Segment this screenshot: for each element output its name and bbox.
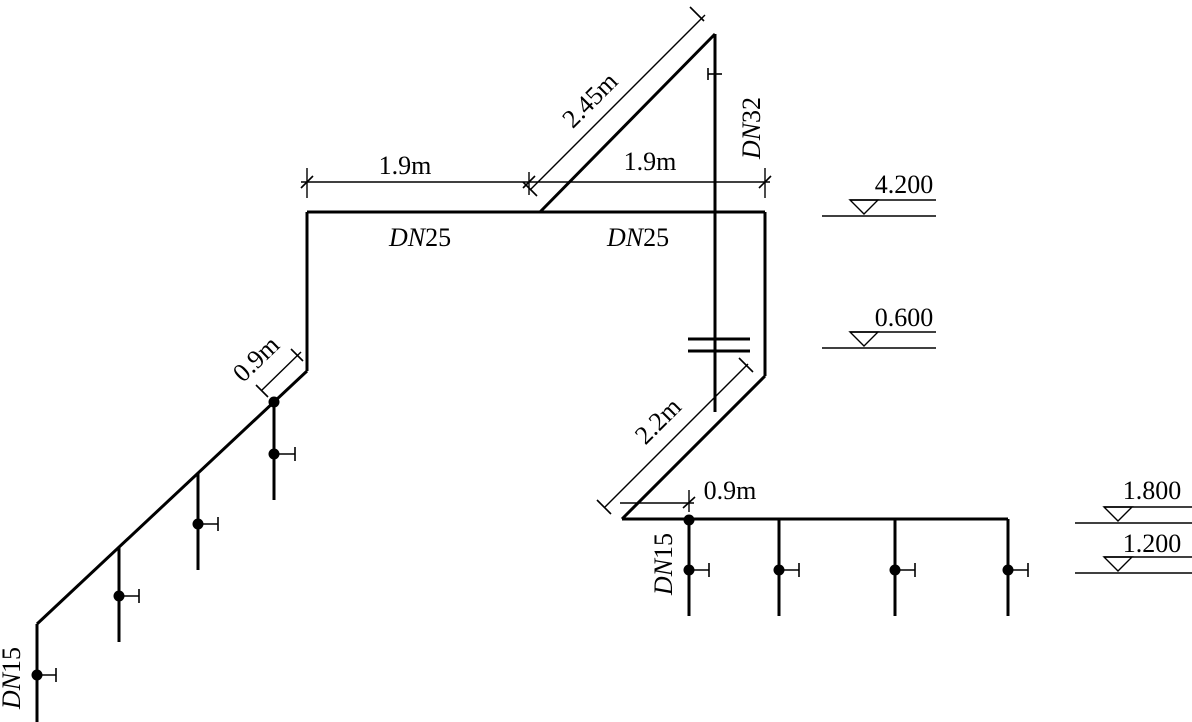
elevation-triangle-icon	[848, 199, 880, 215]
right-branch-fixtures	[683, 514, 1029, 616]
fixture-left-1	[268, 396, 296, 500]
riser-fitting	[688, 68, 750, 353]
dim-label-left-short: 0.9m	[227, 330, 285, 387]
pipe-label-riser: DN32	[737, 97, 766, 160]
pipe-label-top-right: DN25	[606, 223, 669, 252]
elevation-triangle-icon	[1102, 506, 1134, 522]
pipe-size-labels: DN25 DN25 DN32 DN15 DN15	[0, 97, 766, 710]
elevation-mark-4200: 4.200	[822, 170, 936, 217]
elevation-label: 0.600	[875, 303, 934, 332]
left-branch-fixtures	[31, 396, 296, 682]
pipe-label-right-branch: DN15	[649, 533, 678, 596]
pipe-network	[35, 32, 1008, 722]
dim-label-right-diagonal: 2.2m	[629, 392, 687, 450]
elevation-mark-1200: 1.200	[1075, 529, 1192, 574]
dim-label-right-short: 0.9m	[704, 476, 757, 505]
junction-dot	[268, 396, 280, 408]
fixture-left-3	[113, 547, 140, 642]
dim-label-diagonal-up: 2.45m	[556, 66, 623, 133]
elevation-mark-1800: 1.800	[1075, 476, 1192, 524]
elevation-label: 1.200	[1123, 529, 1182, 558]
dim-line-left-short	[261, 351, 302, 391]
dim-label-top-left: 1.9m	[379, 151, 432, 180]
fixture-left-4	[31, 668, 57, 682]
elevation-triangle-icon	[1102, 556, 1134, 572]
dimension-lines	[255, 6, 772, 515]
dim-label-top-right: 1.9m	[624, 147, 677, 176]
fixture-left-2	[192, 473, 219, 570]
left-branch-diagonal	[35, 369, 309, 626]
fixture-right-1	[683, 514, 710, 616]
elevation-markers: 4.200 0.600 1.800 1.200	[822, 170, 1192, 574]
fixture-right-4	[1002, 519, 1029, 616]
pipe-label-left-branch: DN15	[0, 647, 26, 710]
elevation-mark-0600: 0.600	[822, 303, 936, 349]
fixture-right-2	[773, 519, 800, 616]
right-branch-diagonal	[620, 374, 767, 521]
elevation-label: 4.200	[875, 170, 934, 199]
elevation-triangle-icon	[848, 331, 880, 347]
elevation-label: 1.800	[1123, 476, 1182, 505]
dim-line-right-diagonal	[604, 363, 749, 508]
junction-dot	[683, 514, 695, 526]
dim-line-diagonal-up	[529, 14, 706, 191]
fixture-right-3	[889, 519, 916, 616]
pipe-label-top-left: DN25	[388, 223, 451, 252]
